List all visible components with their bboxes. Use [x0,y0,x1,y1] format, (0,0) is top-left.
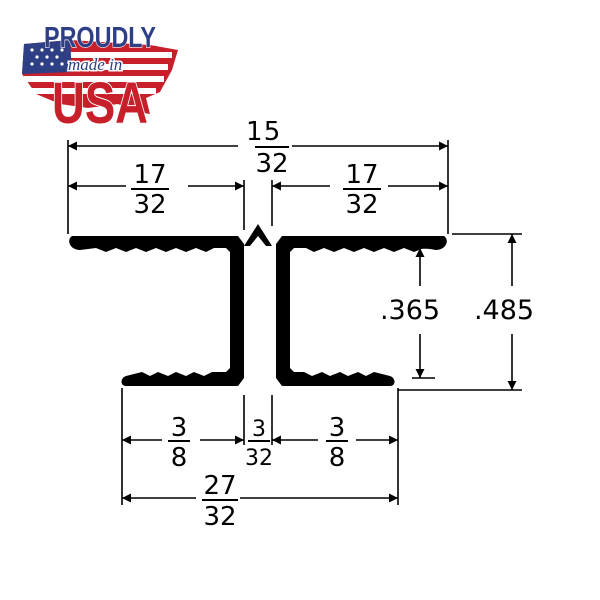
inner-height-label: .365 [380,295,440,326]
overall-width-whole: 1 [246,117,263,147]
overall-width-num: 5 [264,117,281,147]
badge-proudly-text: PROUDLY [44,22,156,54]
overall-height-label: .485 [474,295,534,326]
center-gap-num: 3 [252,417,266,442]
made-in-usa-logo: PROUDLY made in USA [22,21,178,137]
top-right-width-den: 32 [345,190,378,220]
bottom-overall-width-den: 32 [203,502,236,532]
profile-center-tip [244,224,272,246]
dimension-lines [67,140,522,505]
profile-left-half [69,236,244,386]
badge-usa-text: USA [52,71,148,136]
overall-width-den: 32 [255,149,288,179]
h-channel-profile [69,224,447,386]
top-right-width-num: 17 [345,160,378,190]
badge-made-in-text: made in [68,55,122,74]
bottom-right-width-num: 3 [329,413,346,443]
fraction-bars [131,146,381,501]
center-gap-den: 32 [245,446,273,471]
top-left-width-num: 17 [133,160,166,190]
us-flag-map-icon [22,40,178,114]
dimension-labels: 1 5 32 17 32 17 32 .365 .485 3 8 3 32 3 … [133,117,534,532]
top-left-width-den: 32 [133,190,166,220]
bottom-left-width-num: 3 [171,413,188,443]
bottom-overall-width-num: 27 [203,471,236,501]
bottom-left-width-den: 8 [171,443,188,473]
bottom-right-width-den: 8 [329,443,346,473]
